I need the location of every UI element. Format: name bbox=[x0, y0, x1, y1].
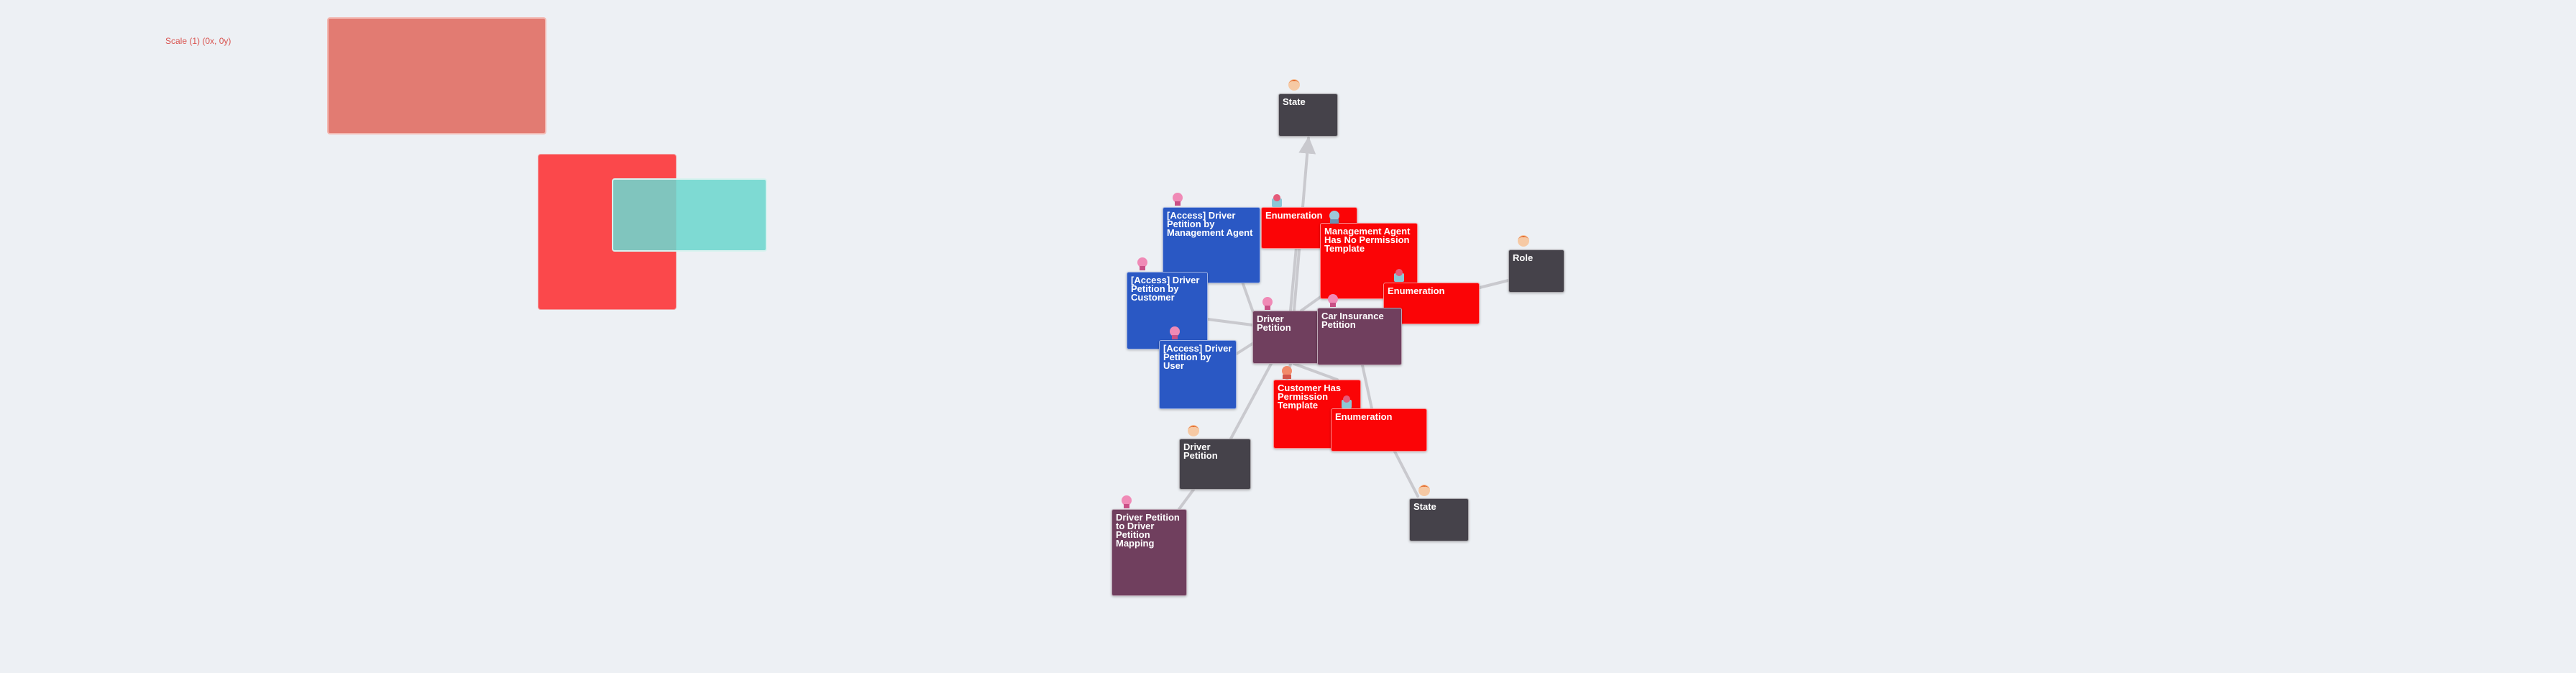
edge-car-enum3 bbox=[1361, 364, 1373, 410]
edge-center-car-link bbox=[1293, 362, 1339, 381]
background-shape-salmon bbox=[327, 17, 546, 134]
lock-icon bbox=[1170, 326, 1180, 339]
node-enumeration-3[interactable]: Enumeration bbox=[1331, 408, 1427, 452]
node-label: Enumeration bbox=[1388, 285, 1445, 296]
lock-icon bbox=[1328, 294, 1338, 307]
edge-center-driver-dark bbox=[1229, 362, 1273, 440]
node-state-bottom[interactable]: State bbox=[1409, 498, 1469, 541]
node-access-user[interactable]: [Access] Driver Petition by User bbox=[1159, 340, 1237, 409]
node-label: Enumeration bbox=[1335, 411, 1393, 422]
edge-center-access-user bbox=[1235, 342, 1254, 355]
node-driver-petition-mapping[interactable]: Driver Petition to Driver Petition Mappi… bbox=[1111, 509, 1187, 596]
edge-center-enum1 bbox=[1289, 246, 1298, 312]
node-label: [Access] Driver Petition by User bbox=[1163, 343, 1232, 371]
node-label: [Access] Driver Petition by Customer bbox=[1131, 275, 1200, 303]
node-access-management-agent[interactable]: [Access] Driver Petition by Management A… bbox=[1163, 207, 1260, 283]
node-label: Role bbox=[1513, 252, 1534, 263]
node-label: State bbox=[1283, 96, 1306, 107]
person-icon bbox=[1188, 425, 1199, 436]
node-state-top[interactable]: State bbox=[1278, 93, 1338, 137]
gear-icon bbox=[1394, 269, 1404, 282]
node-driver-petition-center[interactable]: Driver Petition bbox=[1252, 311, 1319, 364]
edge-driver-dark-mapping bbox=[1178, 488, 1195, 511]
background-shape-teal bbox=[612, 178, 767, 252]
node-driver-petition-dark[interactable]: Driver Petition bbox=[1179, 439, 1251, 490]
node-label: Management Agent Has No Permission Templ… bbox=[1324, 226, 1411, 254]
node-role[interactable]: Role bbox=[1508, 249, 1564, 293]
lock-icon bbox=[1173, 193, 1183, 206]
scale-indicator: Scale (1) (0x, 0y) bbox=[165, 36, 232, 46]
lock-icon bbox=[1262, 297, 1273, 310]
gear-icon bbox=[1342, 395, 1352, 408]
node-label: [Access] Driver Petition by Management A… bbox=[1167, 210, 1253, 238]
person-icon bbox=[1282, 366, 1292, 379]
gear-icon bbox=[1272, 194, 1282, 207]
edge-enum2-role bbox=[1478, 279, 1510, 289]
node-label: Driver Petition to Driver Petition Mappi… bbox=[1116, 512, 1180, 549]
person-icon bbox=[1288, 79, 1300, 91]
person-icon bbox=[1329, 211, 1339, 224]
node-car-insurance-petition[interactable]: Car Insurance Petition bbox=[1317, 308, 1402, 365]
node-label: Car Insurance Petition bbox=[1321, 311, 1384, 330]
edge-enum3-state-bottom bbox=[1393, 450, 1419, 498]
person-icon bbox=[1418, 485, 1430, 496]
node-label: Customer Has Permission Template bbox=[1278, 383, 1342, 411]
edge-center-access-customer bbox=[1206, 318, 1254, 326]
lock-icon bbox=[1122, 495, 1132, 508]
lock-icon bbox=[1137, 257, 1147, 270]
node-access-customer[interactable]: [Access] Driver Petition by Customer bbox=[1127, 272, 1208, 349]
node-label: Driver Petition bbox=[1257, 313, 1291, 333]
person-icon bbox=[1518, 235, 1529, 247]
node-label: State bbox=[1413, 501, 1436, 512]
node-label: Driver Petition bbox=[1183, 441, 1218, 461]
node-label: Enumeration bbox=[1265, 210, 1323, 221]
